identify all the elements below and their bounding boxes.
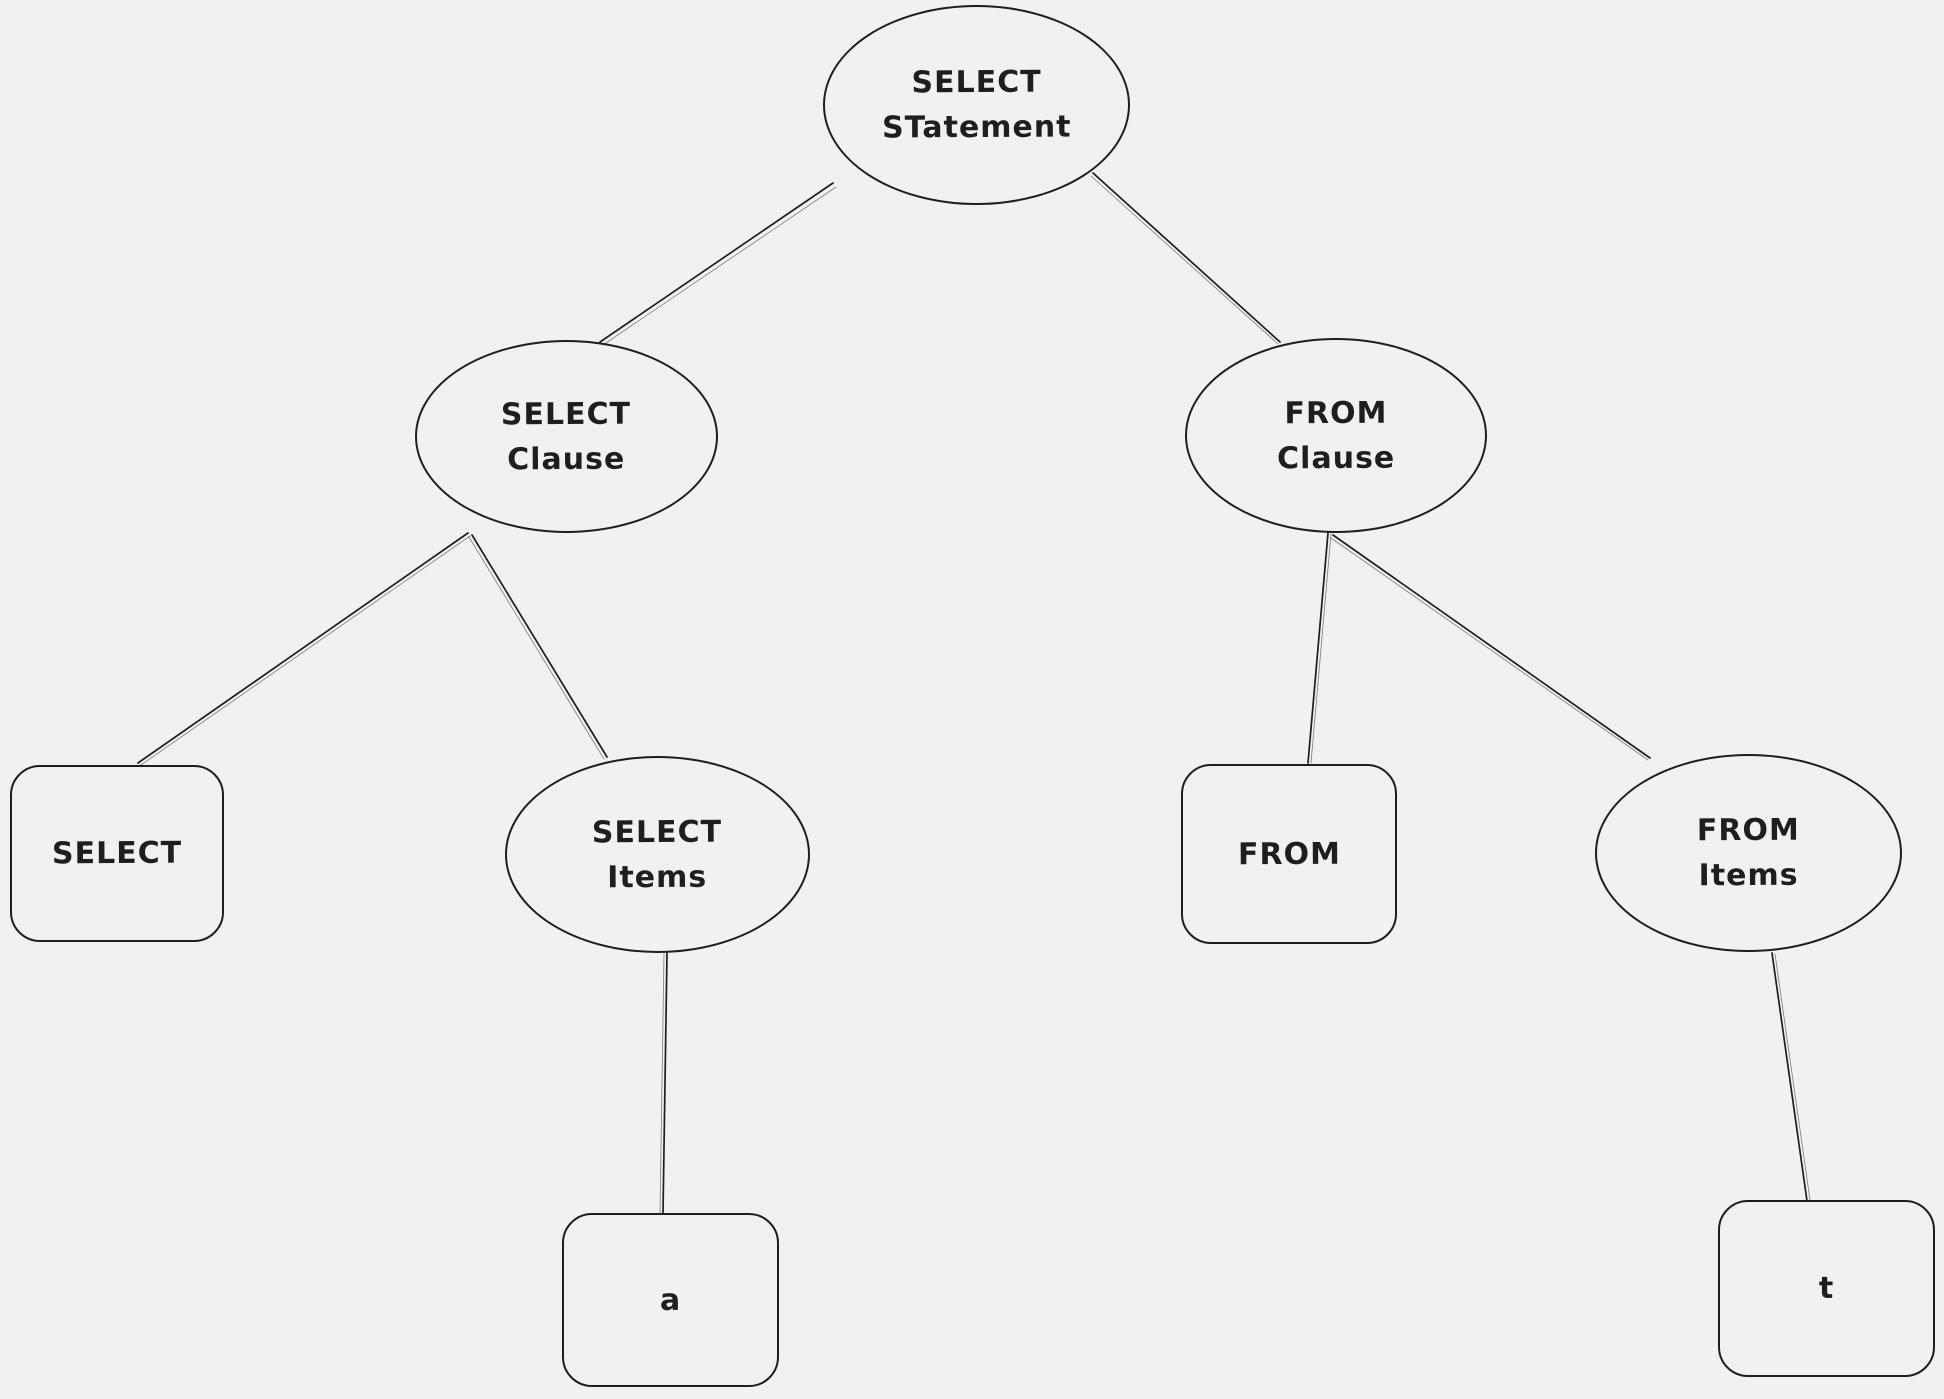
edge-from-clause-to-from-items — [1330, 534, 1651, 761]
node-select-clause: SELECT Clause — [415, 340, 718, 533]
edge-from-items-to-item-t — [1771, 952, 1811, 1202]
edge-select-clause-to-select-items — [468, 534, 608, 760]
edge-select-statement-to-select-clause — [599, 182, 837, 346]
edge-select-statement-to-from-clause — [1090, 172, 1281, 345]
node-select-items: SELECT Items — [505, 756, 810, 953]
edge-select-items-to-item-a — [659, 952, 668, 1214]
node-item-t-label: t — [1818, 1270, 1835, 1307]
node-select-keyword: SELECT — [10, 765, 224, 942]
node-select-keyword-label: SELECT — [51, 835, 183, 872]
edge-select-clause-to-select-keyword — [137, 532, 471, 766]
node-select-statement-label: SELECT STatement — [881, 64, 1072, 146]
node-from-items: FROM Items — [1595, 754, 1902, 952]
node-from-keyword-label: FROM — [1237, 836, 1341, 872]
node-select-items-label: SELECT Items — [592, 814, 723, 895]
node-from-items-label: FROM Items — [1696, 812, 1800, 894]
edge-from-clause-to-from-keyword — [1307, 532, 1332, 764]
node-select-clause-label: SELECT Clause — [501, 396, 632, 477]
node-item-t: t — [1718, 1200, 1935, 1377]
node-item-a-label: a — [659, 1282, 682, 1318]
node-from-clause: FROM Clause — [1185, 338, 1487, 533]
node-item-a: a — [562, 1213, 779, 1387]
node-from-keyword: FROM — [1181, 764, 1397, 944]
node-select-statement: SELECT STatement — [823, 5, 1130, 205]
node-from-clause-label: FROM Clause — [1276, 395, 1396, 476]
